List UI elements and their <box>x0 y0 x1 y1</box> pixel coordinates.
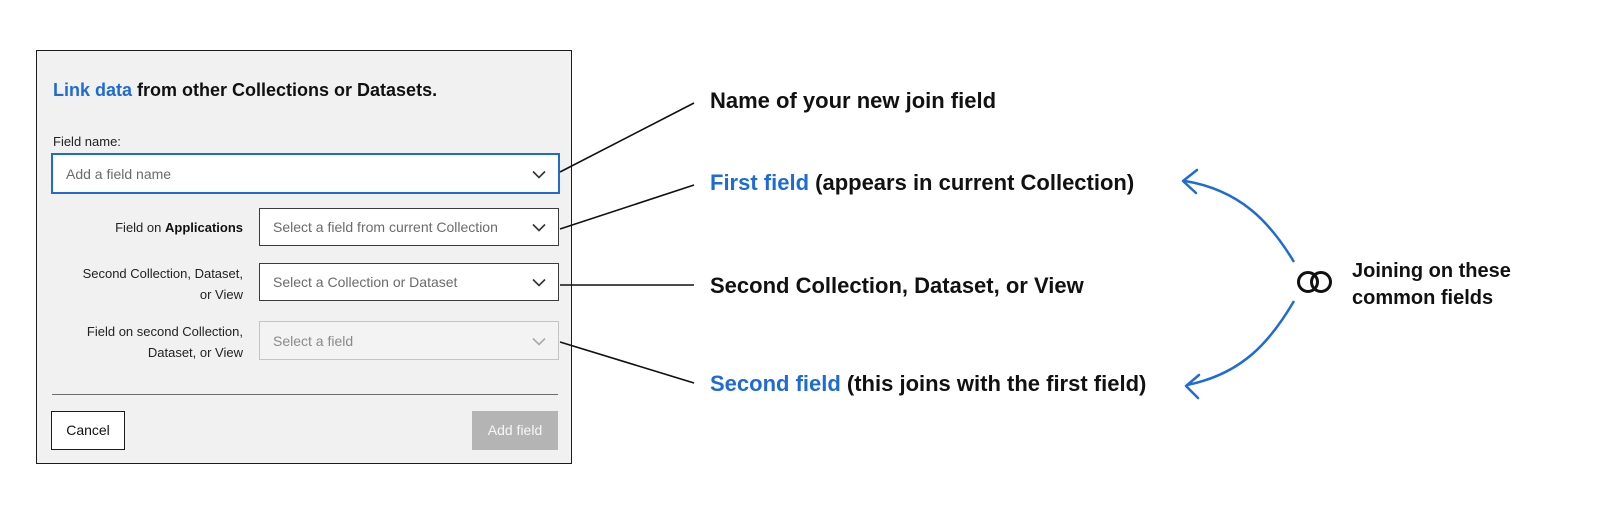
second-field-label-line1: Field on second Collection, <box>86 324 243 339</box>
second-field-description: (this joins with the first field) <box>840 371 1147 396</box>
connector-second-field <box>559 341 695 384</box>
curved-arrow-up <box>1184 179 1296 263</box>
join-caption-line1: Joining on these <box>1352 260 1511 282</box>
second-field-label: Field on second Collection, Dataset, or … <box>43 321 243 363</box>
second-collection-placeholder: Select a Collection or Dataset <box>273 274 458 290</box>
connector-first-field <box>559 184 695 230</box>
field-on-label-prefix: Field on <box>115 220 165 235</box>
second-field-label-line2: Dataset, or View <box>147 345 243 360</box>
arrowhead-down-icon <box>1184 373 1201 400</box>
add-field-button[interactable]: Add field <box>472 411 558 450</box>
chevron-down-icon <box>532 170 546 179</box>
first-field-highlight: First field <box>710 170 810 195</box>
field-name-label: Field name: <box>53 134 121 149</box>
chevron-down-icon <box>532 337 546 346</box>
curved-arrow-down <box>1186 300 1296 387</box>
current-collection-field-select[interactable]: Select a field from current Collection <box>259 208 559 246</box>
dialog-divider <box>52 394 558 395</box>
annotation-second-field: Second field (this joins with the first … <box>710 371 1146 397</box>
chevron-down-icon <box>532 278 546 287</box>
first-field-description: (appears in current Collection) <box>809 170 1135 195</box>
collection-name: Applications <box>164 220 243 235</box>
annotation-field-name: Name of your new join field <box>710 88 997 113</box>
connector-field-name <box>559 102 695 173</box>
second-collection-label: Second Collection, Dataset, or View <box>43 263 243 305</box>
current-collection-field-placeholder: Select a field from current Collection <box>273 219 498 235</box>
second-collection-label-line2: or View <box>199 287 243 302</box>
second-field-placeholder: Select a field <box>273 332 354 349</box>
second-field-highlight: Second field <box>710 371 841 396</box>
second-field-select[interactable]: Select a field <box>259 321 559 360</box>
annotation-second-collection: Second Collection, Dataset, or View <box>710 273 1084 298</box>
link-data-link[interactable]: Link data <box>53 80 133 100</box>
field-name-input[interactable]: Add a field name <box>51 153 560 194</box>
join-caption: Joining on these common fields <box>1352 258 1511 312</box>
arrowhead-up-icon <box>1181 168 1199 195</box>
second-collection-label-line1: Second Collection, Dataset, <box>82 266 243 281</box>
chevron-down-icon <box>532 223 546 232</box>
annotation-first-field: First field (appears in current Collecti… <box>710 170 1134 196</box>
field-on-applications-label: Field on Applications <box>43 217 243 238</box>
cancel-button[interactable]: Cancel <box>51 411 125 450</box>
dialog-title: Link data from other Collections or Data… <box>53 80 437 101</box>
join-caption-line2: common fields <box>1352 287 1494 309</box>
dialog-title-rest: from other Collections or Datasets. <box>132 80 438 100</box>
link-data-dialog: Link data from other Collections or Data… <box>36 50 572 464</box>
field-name-placeholder: Add a field name <box>66 165 172 182</box>
linked-rings-icon <box>1297 271 1332 293</box>
second-collection-select[interactable]: Select a Collection or Dataset <box>259 263 559 301</box>
